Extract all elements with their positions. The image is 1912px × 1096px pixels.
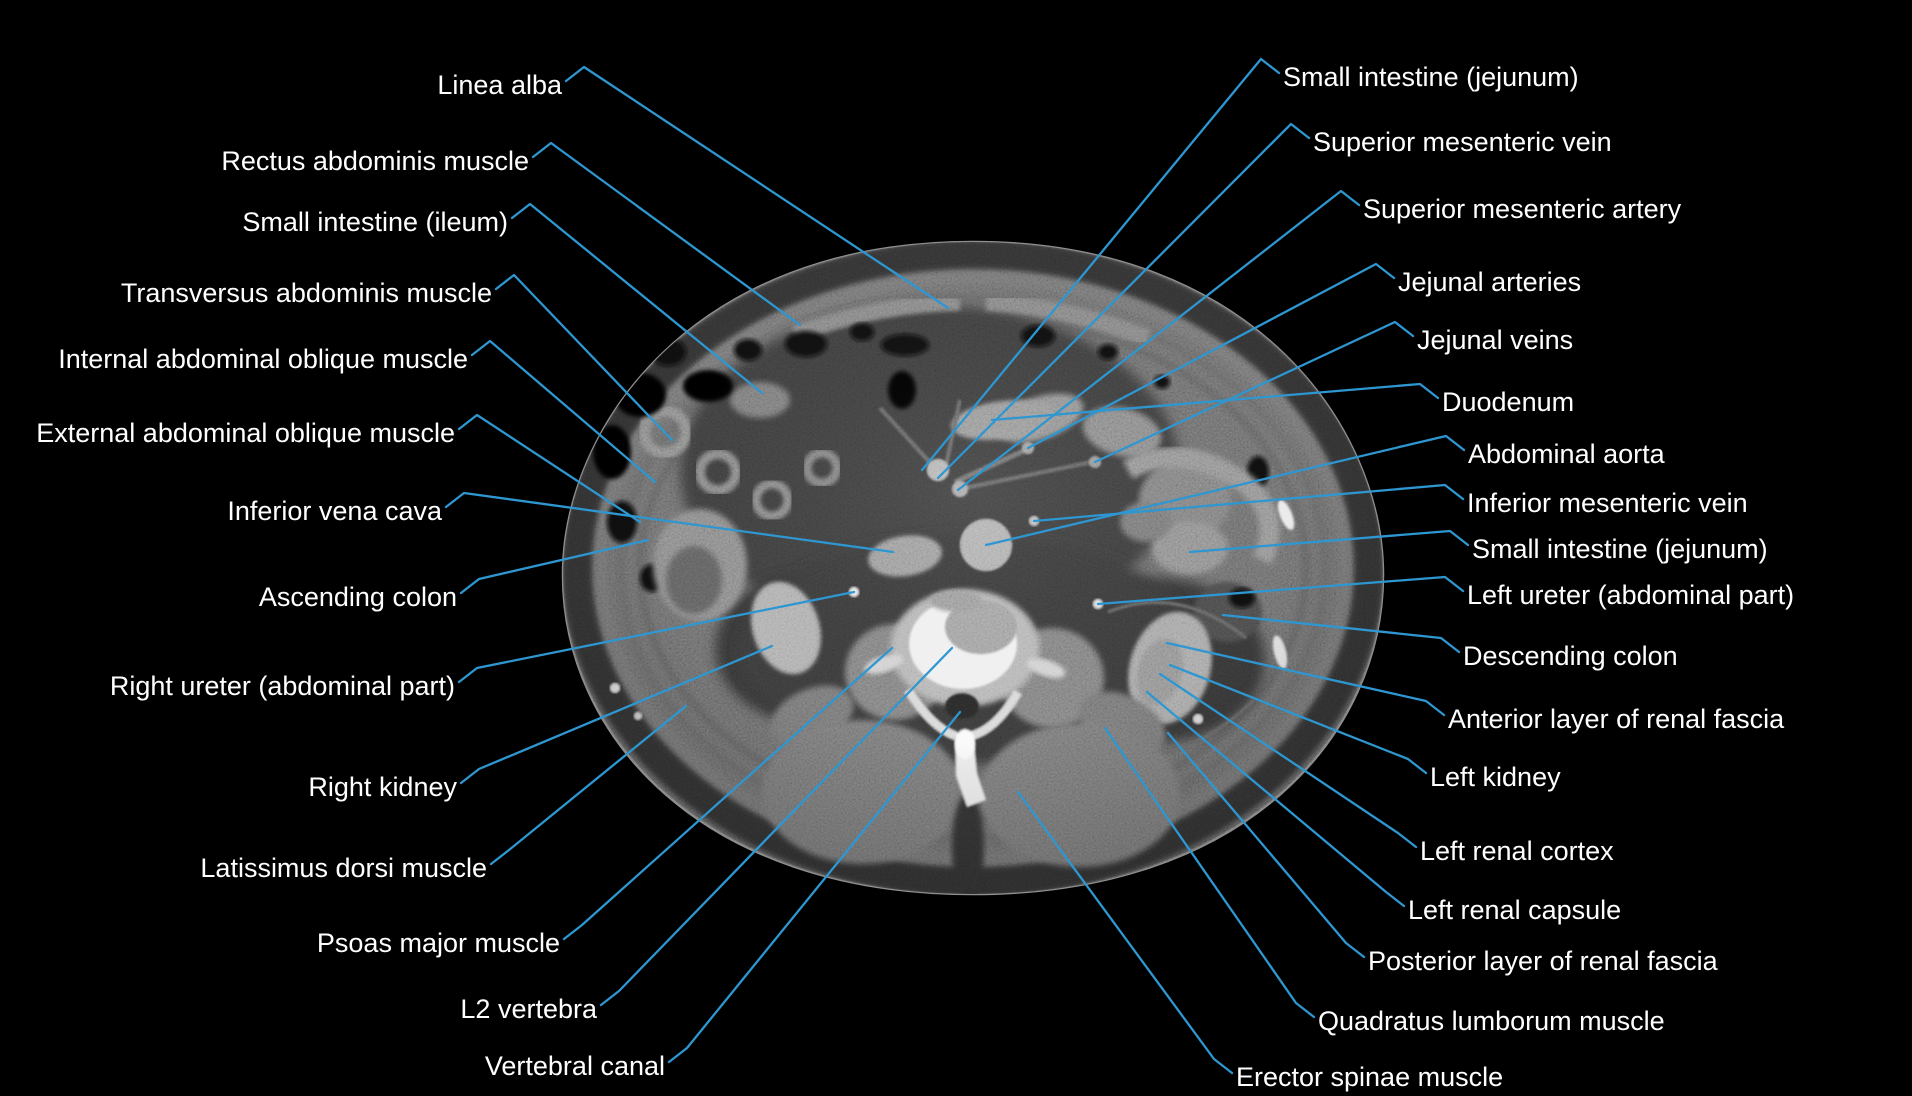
anatomy-label-left-renal-cortex: Left renal cortex <box>1420 836 1614 866</box>
anatomy-label-superior-mesenteric-artery: Superior mesenteric artery <box>1363 194 1682 224</box>
leader-line-inferior-vena-cava <box>444 491 895 554</box>
anatomy-label-psoas-major-muscle: Psoas major muscle <box>317 928 560 958</box>
leader-line-jejunal-arteries <box>1026 262 1396 450</box>
anatomy-label-abdominal-aorta: Abdominal aorta <box>1468 439 1666 469</box>
anatomy-label-vertebral-canal: Vertebral canal <box>485 1051 665 1081</box>
leader-line-quadratus-lumborum-muscle <box>1103 726 1316 1019</box>
anatomy-label-small-intestine-jejunum: Small intestine (jejunum) <box>1283 62 1579 92</box>
leader-line-superior-mesenteric-artery <box>956 189 1361 492</box>
leader-line-posterior-layer-of-renal-fascia <box>1166 731 1366 959</box>
anatomy-label-inferior-mesenteric-vein: Inferior mesenteric vein <box>1467 488 1748 518</box>
leader-line-jejunal-veins <box>1093 320 1415 464</box>
leader-line-right-kidney <box>459 644 774 785</box>
anatomy-label-duodenum: Duodenum <box>1442 387 1574 417</box>
anatomy-label-ascending-colon: Ascending colon <box>259 582 457 612</box>
anatomy-label-posterior-layer-of-renal-fascia: Posterior layer of renal fascia <box>1368 946 1719 976</box>
leader-lines <box>444 57 1470 1075</box>
anatomy-label-jejunal-arteries: Jejunal arteries <box>1398 267 1581 297</box>
anatomy-label-latissimus-dorsi-muscle: Latissimus dorsi muscle <box>200 853 487 883</box>
leader-line-internal-abdominal-oblique-muscle <box>470 339 657 484</box>
anatomy-label-small-intestine-jejunum-2: Small intestine (jejunum) <box>1472 534 1768 564</box>
leader-line-left-renal-capsule <box>1145 690 1406 908</box>
leader-line-abdominal-aorta <box>984 434 1466 547</box>
leader-line-superior-mesenteric-vein <box>936 122 1311 480</box>
leader-line-rectus-abdominis-muscle <box>531 141 802 327</box>
anatomy-label-erector-spinae-muscle: Erector spinae muscle <box>1236 1062 1503 1092</box>
anatomy-label-linea-alba: Linea alba <box>437 70 563 100</box>
leader-line-small-intestine-ileum <box>510 202 764 395</box>
leader-line-left-renal-cortex <box>1158 672 1418 849</box>
anatomy-label-internal-abdominal-oblique-muscle: Internal abdominal oblique muscle <box>58 344 468 374</box>
anatomy-label-left-ureter-abdominal-part: Left ureter (abdominal part) <box>1467 580 1794 610</box>
anatomy-label-rectus-abdominis-muscle: Rectus abdominis muscle <box>221 146 529 176</box>
leader-line-right-ureter-abdominal-part <box>457 590 856 684</box>
leader-line-descending-colon <box>1221 613 1461 654</box>
anatomy-label-jejunal-veins: Jejunal veins <box>1417 325 1573 355</box>
leader-line-anterior-layer-of-renal-fascia <box>1165 641 1446 717</box>
ct-scan-image <box>561 240 1385 896</box>
anatomy-label-right-ureter-abdominal-part: Right ureter (abdominal part) <box>110 671 455 701</box>
anatomy-label-right-kidney: Right kidney <box>308 772 457 802</box>
leader-line-external-abdominal-oblique-muscle <box>457 413 642 524</box>
leader-line-vertebral-canal <box>667 710 962 1064</box>
leader-line-latissimus-dorsi-muscle <box>489 704 688 866</box>
leader-line-psoas-major-muscle <box>562 646 894 941</box>
leader-line-linea-alba <box>564 65 950 310</box>
leader-line-left-ureter-abdominal-part <box>1096 575 1465 606</box>
leader-line-ascending-colon <box>459 538 650 595</box>
leader-line-small-intestine-jejunum-2 <box>1188 529 1470 554</box>
anatomy-label-external-abdominal-oblique-muscle: External abdominal oblique muscle <box>36 418 455 448</box>
anatomy-label-quadratus-lumborum-muscle: Quadratus lumborum muscle <box>1318 1006 1665 1036</box>
anatomy-label-l2-vertebra: L2 vertebra <box>460 994 598 1024</box>
leader-line-l2-vertebra <box>599 646 954 1007</box>
leader-line-erector-spinae-muscle <box>1016 790 1234 1075</box>
leader-line-inferior-mesenteric-vein <box>1032 483 1465 523</box>
anatomy-label-transversus-abdominis-muscle: Transversus abdominis muscle <box>121 278 492 308</box>
anatomy-label-anterior-layer-of-renal-fascia: Anterior layer of renal fascia <box>1448 704 1785 734</box>
anatomy-label-left-renal-capsule: Left renal capsule <box>1408 895 1621 925</box>
anatomy-label-small-intestine-ileum: Small intestine (ileum) <box>242 207 508 237</box>
anatomy-label-superior-mesenteric-vein: Superior mesenteric vein <box>1313 127 1612 157</box>
anatomy-label-inferior-vena-cava: Inferior vena cava <box>227 496 443 526</box>
leader-line-left-kidney <box>1168 663 1428 775</box>
leader-line-small-intestine-jejunum <box>920 57 1281 472</box>
leader-line-transversus-abdominis-muscle <box>494 273 674 442</box>
leader-line-duodenum <box>990 382 1440 422</box>
anatomy-label-descending-colon: Descending colon <box>1463 641 1678 671</box>
anatomy-label-left-kidney: Left kidney <box>1430 762 1561 792</box>
